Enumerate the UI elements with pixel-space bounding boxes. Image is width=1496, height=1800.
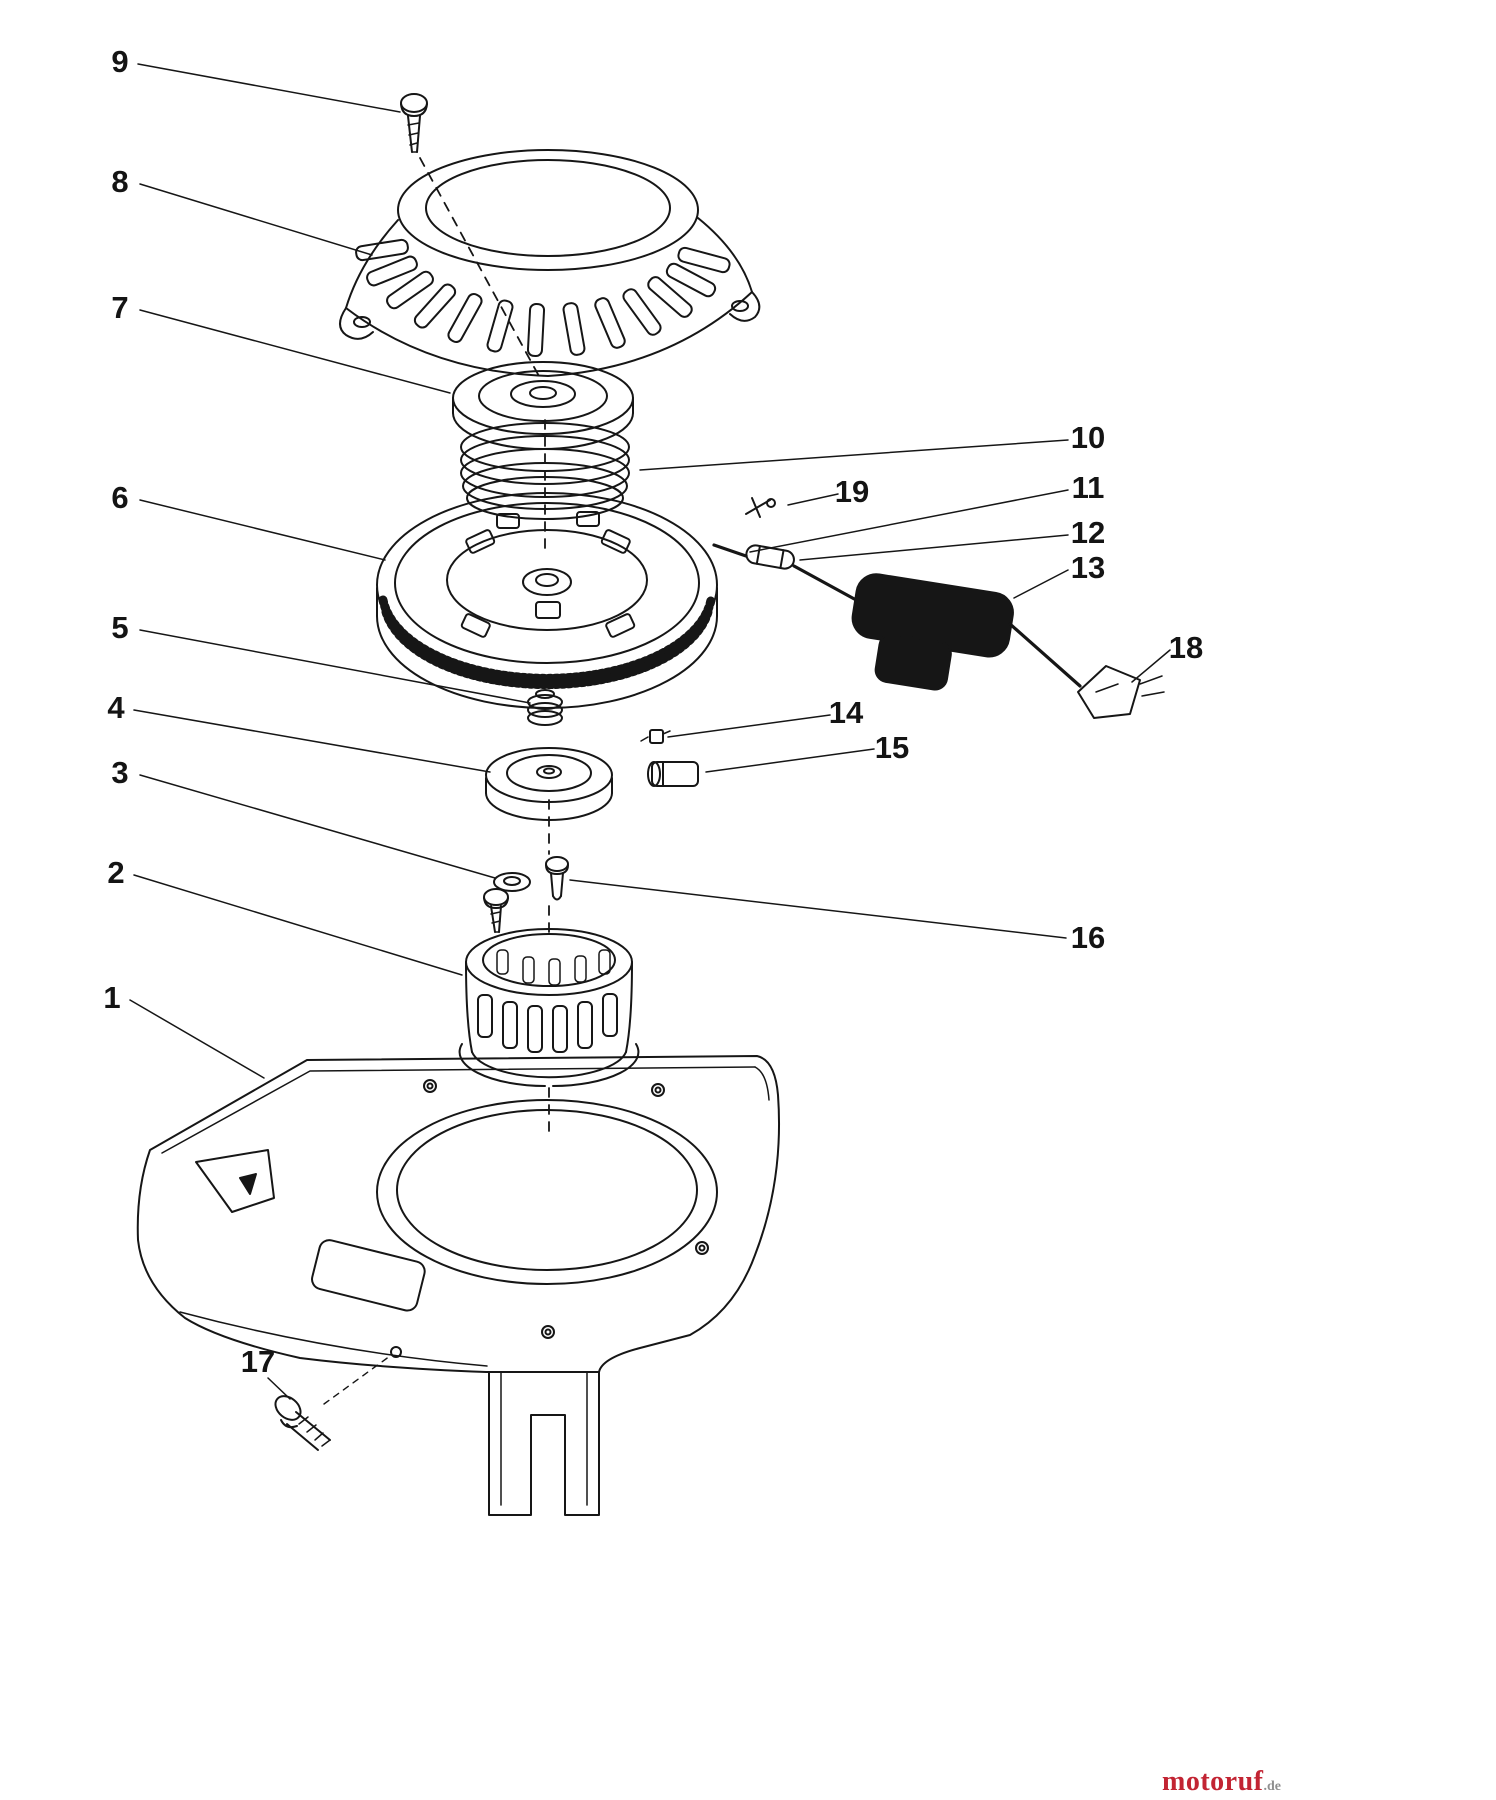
leader-10 bbox=[639, 439, 1069, 471]
leader-5 bbox=[139, 629, 531, 704]
leader-7 bbox=[139, 309, 451, 394]
part-8-recoil-housing bbox=[339, 149, 761, 377]
leader-2 bbox=[133, 874, 463, 976]
callout-label-16: 16 bbox=[1071, 920, 1105, 955]
callout-label-17: 17 bbox=[241, 1344, 275, 1379]
callout-label-3: 3 bbox=[111, 755, 128, 790]
part-18-terminal bbox=[1077, 665, 1165, 719]
leader-15 bbox=[705, 748, 875, 773]
leader-8 bbox=[139, 183, 373, 256]
part-13-boot bbox=[851, 573, 1082, 691]
leader-1 bbox=[129, 999, 265, 1079]
callout-label-9: 9 bbox=[111, 44, 128, 79]
part-19-clip bbox=[745, 497, 776, 518]
callout-label-1: 1 bbox=[103, 980, 120, 1015]
part-3-screw-washer bbox=[483, 872, 531, 933]
callout-label-5: 5 bbox=[111, 610, 128, 645]
vent-slots bbox=[355, 238, 731, 358]
part-10-spring bbox=[460, 422, 630, 520]
callout-label-11: 11 bbox=[1072, 470, 1105, 505]
leader-4 bbox=[133, 709, 491, 773]
callout-label-2: 2 bbox=[107, 855, 124, 890]
callout-label-15: 15 bbox=[875, 730, 909, 765]
callout-label-14: 14 bbox=[829, 695, 864, 730]
part-9-screw bbox=[400, 93, 428, 153]
callout-label-19: 19 bbox=[835, 474, 869, 509]
leader-11 bbox=[749, 489, 1069, 553]
leader-17 bbox=[267, 1377, 291, 1400]
leader-14 bbox=[667, 714, 831, 738]
watermark-tld-text[interactable]: .de bbox=[1263, 1779, 1281, 1794]
part-6-flywheel-ring bbox=[376, 492, 718, 709]
leader-18 bbox=[1131, 649, 1171, 683]
callout-label-7: 7 bbox=[111, 290, 128, 325]
callout-label-8: 8 bbox=[111, 164, 128, 199]
leader-13 bbox=[1013, 569, 1069, 599]
leader-6 bbox=[139, 499, 386, 561]
callout-label-6: 6 bbox=[111, 480, 128, 515]
part-2-starter-cup bbox=[458, 928, 640, 1087]
watermark-brand-text[interactable]: motoruf bbox=[1162, 1766, 1264, 1797]
leader-12 bbox=[799, 534, 1069, 561]
callout-label-10: 10 bbox=[1071, 420, 1105, 455]
part-17-screw bbox=[274, 1355, 391, 1451]
leader-3 bbox=[139, 774, 496, 879]
leader-9 bbox=[137, 63, 401, 113]
part-11-12-cable-ferrule bbox=[712, 543, 860, 603]
part-4-cup bbox=[485, 747, 613, 821]
part-15-pin bbox=[647, 761, 699, 787]
housing-screw-holes bbox=[423, 1079, 709, 1339]
part-7-pulley bbox=[452, 361, 634, 450]
leader-lines bbox=[129, 63, 1171, 1400]
assembly-axis-lines bbox=[419, 157, 550, 1139]
callout-label-12: 12 bbox=[1071, 515, 1105, 550]
callout-labels: 9 8 7 6 5 4 3 2 1 17 10 19 11 12 13 18 1… bbox=[103, 44, 1203, 1379]
leader-16 bbox=[569, 879, 1067, 939]
callout-label-13: 13 bbox=[1071, 550, 1105, 585]
callout-label-18: 18 bbox=[1169, 630, 1203, 665]
cup-slots bbox=[477, 949, 618, 1053]
part-16-bolt bbox=[545, 856, 569, 901]
leader-19 bbox=[787, 493, 839, 506]
part-1-blower-housing bbox=[136, 1055, 781, 1516]
part-14-clip bbox=[640, 729, 671, 744]
watermark-logo[interactable]: motoruf.de bbox=[1162, 1766, 1281, 1798]
callout-label-4: 4 bbox=[107, 690, 125, 725]
